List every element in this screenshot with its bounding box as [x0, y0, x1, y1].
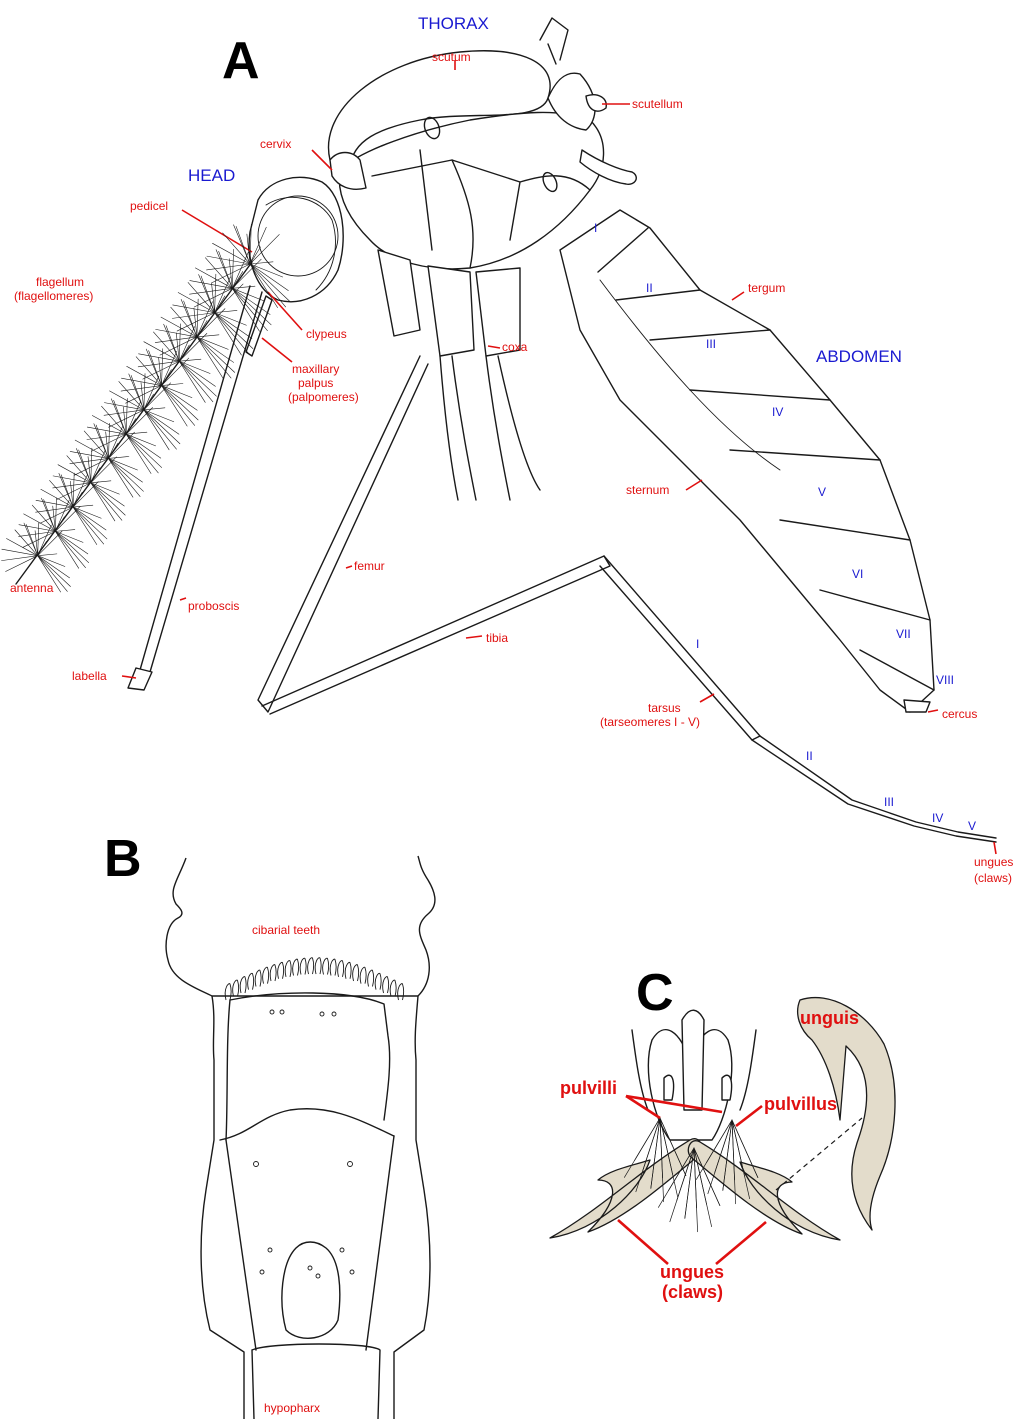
- thorax-region-label: THORAX: [418, 14, 489, 33]
- abdomen-segment-label: VI: [852, 567, 863, 581]
- label-tibia: tibia: [486, 631, 508, 645]
- tarsomere-label: I: [696, 637, 699, 651]
- label-femur: femur: [354, 559, 385, 573]
- label-cervix: cervix: [260, 137, 291, 151]
- label-unguis: unguis: [800, 1008, 859, 1028]
- cibarium-drawing: [166, 856, 435, 1419]
- abdomen-segment-label: III: [706, 337, 716, 351]
- label-ungues-c-line-1: ungues: [660, 1262, 724, 1282]
- panel-a-letter: A: [222, 32, 260, 90]
- label-hypopharx: hypopharx: [264, 1401, 320, 1415]
- label-tergum: tergum: [748, 281, 785, 295]
- panel-c-letter: C: [636, 964, 674, 1022]
- label-flagellum-line-2: (flagellomeres): [14, 289, 93, 303]
- label-proboscis: proboscis: [188, 599, 239, 613]
- label-clypeus: clypeus: [306, 327, 347, 341]
- mosquito-body-drawing: [16, 18, 996, 842]
- label-maxillary-line-2: palpus: [298, 376, 333, 390]
- pretarsus-drawing: [550, 998, 895, 1240]
- label-scutellum: scutellum: [632, 97, 683, 111]
- abdomen-region-label: ABDOMEN: [816, 347, 902, 366]
- label-coxa: coxa: [502, 340, 528, 354]
- label-flagellum-line-1: flagellum: [36, 275, 84, 289]
- tarsomere-label: III: [884, 795, 894, 809]
- tarsomere-label: IV: [932, 811, 943, 825]
- panel-b-letter: B: [104, 830, 142, 888]
- label-cibarial-teeth: cibarial teeth: [252, 923, 320, 937]
- abdomen-segment-label: V: [818, 485, 826, 499]
- abdomen-segment-label: II: [646, 281, 653, 295]
- panel-b: B cibarial teeth hypopharx: [104, 830, 435, 1419]
- label-cercus: cercus: [942, 707, 977, 721]
- label-sternum: sternum: [626, 483, 669, 497]
- panel-a: A: [10, 14, 1013, 885]
- label-ungues-line-1: ungues: [974, 855, 1013, 869]
- panel-c: C unguis pulvilli pulvillus ungues: [550, 964, 895, 1302]
- abdomen-segment-label: IV: [772, 405, 783, 419]
- tarsomere-label: V: [968, 819, 976, 833]
- label-ungues-c-line-2: (claws): [662, 1282, 723, 1302]
- label-tarsus-line-1: tarsus: [648, 701, 681, 715]
- abdomen-segment-label: I: [594, 221, 597, 235]
- label-labella: labella: [72, 669, 107, 683]
- label-tarsus-line-2: (tarseomeres I - V): [600, 715, 700, 729]
- label-scutum: scutum: [432, 50, 471, 64]
- label-pulvilli: pulvilli: [560, 1078, 617, 1098]
- label-maxillary-line-3: (palpomeres): [288, 390, 359, 404]
- label-antenna: antenna: [10, 581, 54, 595]
- label-maxillary-line-1: maxillary: [292, 362, 339, 376]
- abdomen-segment-label: VII: [896, 627, 911, 641]
- label-pulvillus: pulvillus: [764, 1094, 837, 1114]
- label-ungues-line-2: (claws): [974, 871, 1012, 885]
- label-pedicel: pedicel: [130, 199, 168, 213]
- tarsomere-label: II: [806, 749, 813, 763]
- head-region-label: HEAD: [188, 166, 235, 185]
- abdomen-segment-label: VIII: [936, 673, 954, 687]
